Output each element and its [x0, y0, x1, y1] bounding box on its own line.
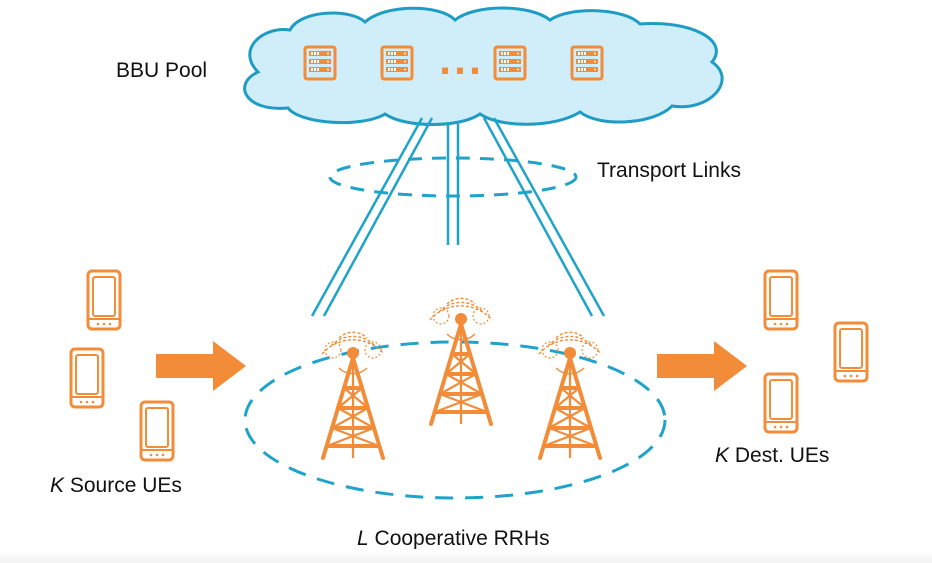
rrhs-label: L Cooperative RRHs [357, 527, 550, 550]
dest-ues-label: K Dest. UEs [715, 444, 830, 467]
dest-ue-phone-3 [763, 372, 799, 434]
bottom-edge [0, 549, 932, 563]
transport-links-label: Transport Links [597, 159, 741, 182]
rrh-cluster-ring [243, 340, 667, 500]
dest-ue-phone-2 [833, 321, 869, 383]
source-ues-label: K Source UEs [50, 474, 182, 497]
dest-ues-var: K [715, 444, 730, 467]
dest-ue-phone-1 [763, 269, 799, 331]
bbu-pool-label: BBU Pool [116, 59, 208, 82]
rrh-tower-2 [428, 296, 494, 426]
source-ue-phone-1 [86, 269, 122, 331]
source-ue-phone-3 [139, 400, 175, 462]
transport-links-ring [328, 156, 578, 198]
bbu-cloud [243, 6, 724, 126]
rrh-tower-3 [537, 330, 603, 460]
uplink-arrow-icon [156, 341, 246, 391]
downlink-arrow-icon [657, 341, 747, 391]
rrh-tower-1 [320, 330, 386, 460]
rrhs-var: L [357, 527, 369, 550]
transport-links [310, 117, 606, 317]
source-ue-phone-2 [69, 347, 105, 409]
source-ues-var: K [50, 474, 65, 497]
bbu-ellipsis: ... [439, 43, 484, 83]
